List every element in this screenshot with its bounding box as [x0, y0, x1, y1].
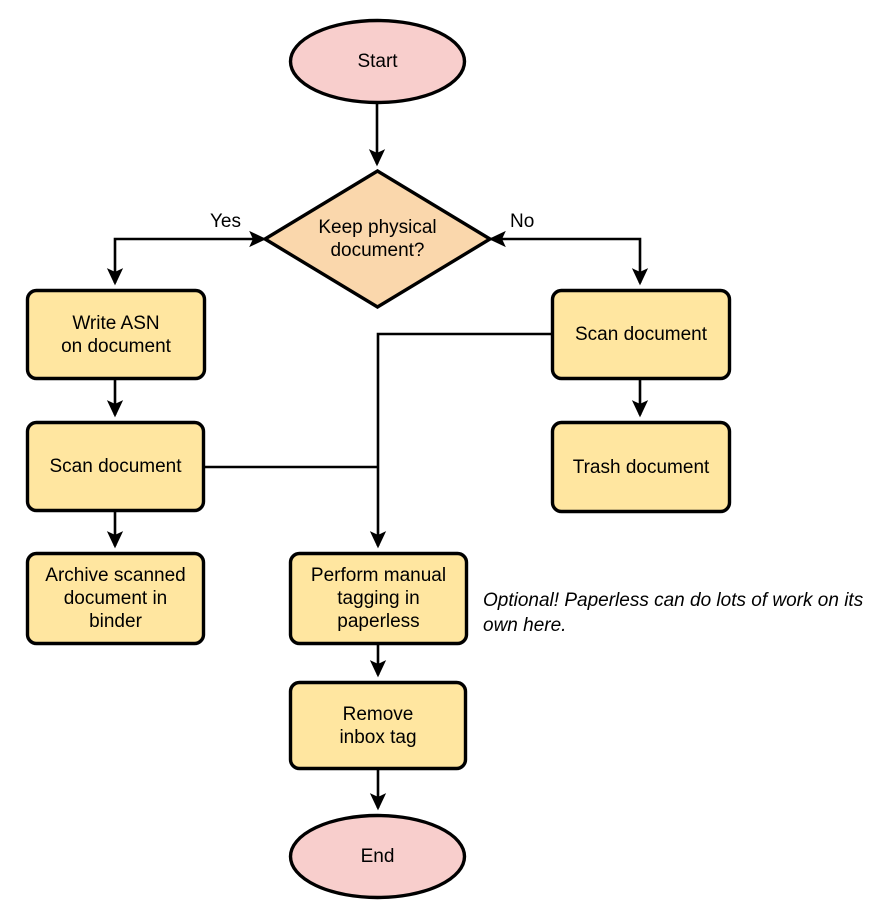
- node-start-shape[interactable]: [288, 18, 467, 105]
- edge-label-no: No: [510, 211, 535, 232]
- edge-decision-yes-to-write-asn: [106, 230, 267, 286]
- node-scan-left-shape[interactable]: [25, 420, 206, 513]
- node-scan-right-shape[interactable]: [550, 288, 732, 381]
- node-remove-inbox-shape[interactable]: [288, 680, 468, 771]
- edge-decision-no-to-scan-right: [488, 230, 649, 286]
- node-manual-tagging-shape[interactable]: [288, 551, 469, 646]
- edge-label-yes: Yes: [210, 211, 241, 232]
- node-trash-shape[interactable]: [550, 420, 732, 514]
- node-end-shape[interactable]: [288, 813, 467, 900]
- node-keep-physical-shape[interactable]: [261, 169, 494, 309]
- optional-note: Optional! Paperless can do lots of work …: [483, 590, 864, 636]
- node-archive-shape[interactable]: [25, 551, 206, 646]
- node-write-asn-shape[interactable]: [25, 288, 207, 381]
- edge-scan-right-to-manual-tagging: [369, 332, 552, 549]
